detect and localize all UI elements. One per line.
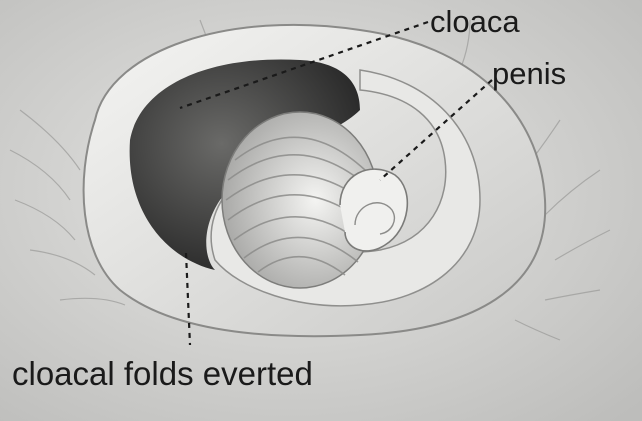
label-cloaca: cloaca [430,6,520,37]
label-cloacal-folds-everted: cloacal folds everted [12,357,313,390]
label-penis: penis [492,58,566,89]
